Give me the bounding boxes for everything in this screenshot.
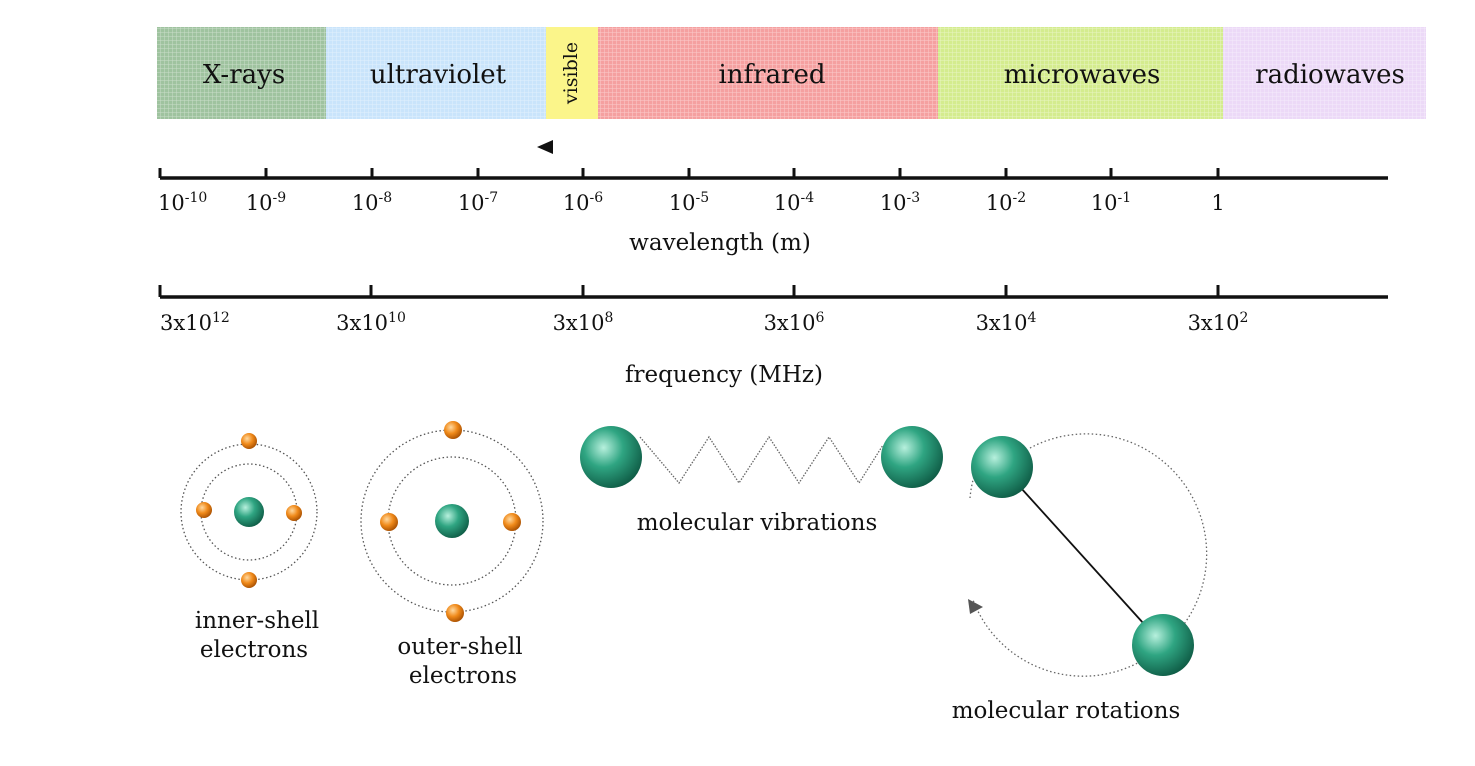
electron xyxy=(241,433,257,449)
frequency-tick-label: 3x1012 xyxy=(160,310,230,335)
band-visible-label: visible xyxy=(560,42,582,105)
band-infrared-label: infrared xyxy=(718,60,825,90)
outer-shell-caption-line2: electrons xyxy=(409,663,517,689)
bond xyxy=(1001,466,1164,646)
band-radiowaves: radiowaves xyxy=(1223,27,1426,119)
band-ultraviolet-label: ultraviolet xyxy=(370,60,507,90)
molecular-vibrations-caption: molecular vibrations xyxy=(637,510,878,536)
electron xyxy=(503,513,521,531)
band-xrays: X-rays xyxy=(157,27,326,119)
band-xrays-label: X-rays xyxy=(203,60,285,90)
frequency-axis-title: frequency (MHz) xyxy=(625,362,823,388)
electron xyxy=(380,513,398,531)
wavelength-tick-label: 10-4 xyxy=(774,190,814,215)
band-visible: visible xyxy=(546,27,598,119)
wavelength-tick-label: 10-2 xyxy=(986,190,1026,215)
frequency-tick-label: 3x106 xyxy=(764,310,825,335)
electron xyxy=(286,505,302,521)
inner-orbit-large xyxy=(180,443,318,581)
pointer-triangle-icon xyxy=(537,140,553,154)
rotation-arrow-icon xyxy=(968,599,983,614)
atom-bottom xyxy=(1132,614,1194,676)
band-infrared: infrared xyxy=(598,27,938,119)
frequency-tick-label: 3x1010 xyxy=(336,310,406,335)
outer-shell-diagram: outer-shell electrons xyxy=(360,421,544,689)
wavelength-tick-label: 10-1 xyxy=(1091,190,1131,215)
nucleus xyxy=(234,497,264,527)
rotation-path xyxy=(972,433,1208,677)
wavelength-tick-label: 10-10 xyxy=(158,190,207,215)
inner-shell-caption-line2: electrons xyxy=(200,637,308,663)
wavelength-tick-label: 10-3 xyxy=(880,190,920,215)
electron xyxy=(446,604,464,622)
wavelength-axis-title: wavelength (m) xyxy=(629,230,811,256)
band-visible-fill xyxy=(546,27,598,119)
inner-shell-caption-line1: inner-shell xyxy=(195,608,319,634)
molecular-rotations-diagram: molecular rotations xyxy=(952,433,1208,724)
electron xyxy=(196,502,212,518)
frequency-tick-label: 3x102 xyxy=(1188,310,1249,335)
electron xyxy=(241,572,257,588)
band-microwaves: microwaves xyxy=(938,27,1223,119)
atom-top xyxy=(971,436,1033,498)
wavelength-tick-label: 10-5 xyxy=(669,190,709,215)
outer-shell-caption-line1: outer-shell xyxy=(397,634,522,660)
wavelength-tick-label: 10-8 xyxy=(352,190,392,215)
spring xyxy=(639,435,884,485)
band-microwaves-label: microwaves xyxy=(1004,60,1161,90)
molecular-rotations-caption: molecular rotations xyxy=(952,698,1181,724)
wavelength-axis: 10-10 10-9 10-8 10-7 10-6 10-5 10-4 10-3 10-2 10-… xyxy=(158,168,1388,256)
inner-shell-diagram: inner-shell electrons xyxy=(180,433,319,663)
band-radiowaves-label: radiowaves xyxy=(1255,60,1405,90)
molecular-vibrations-diagram: molecular vibrations xyxy=(580,426,943,536)
band-ultraviolet: ultraviolet xyxy=(326,27,546,119)
electron xyxy=(444,421,462,439)
frequency-axis: 3x1012 3x1010 3x108 3x106 3x104 3x102 frequen… xyxy=(158,285,1388,388)
wavelength-tick-label: 10-6 xyxy=(563,190,603,215)
atom-left xyxy=(580,426,642,488)
frequency-tick-label: 3x104 xyxy=(976,310,1037,335)
wavelength-tick-label: 1 xyxy=(1211,191,1224,215)
wavelength-tick-label: 10-7 xyxy=(458,190,498,215)
atom-right xyxy=(881,426,943,488)
frequency-tick-label: 3x108 xyxy=(553,310,614,335)
nucleus xyxy=(435,504,469,538)
spectrum-bar: X-rays ultraviolet visible infrared micr… xyxy=(157,27,1426,119)
wavelength-tick-label: 10-9 xyxy=(246,190,286,215)
